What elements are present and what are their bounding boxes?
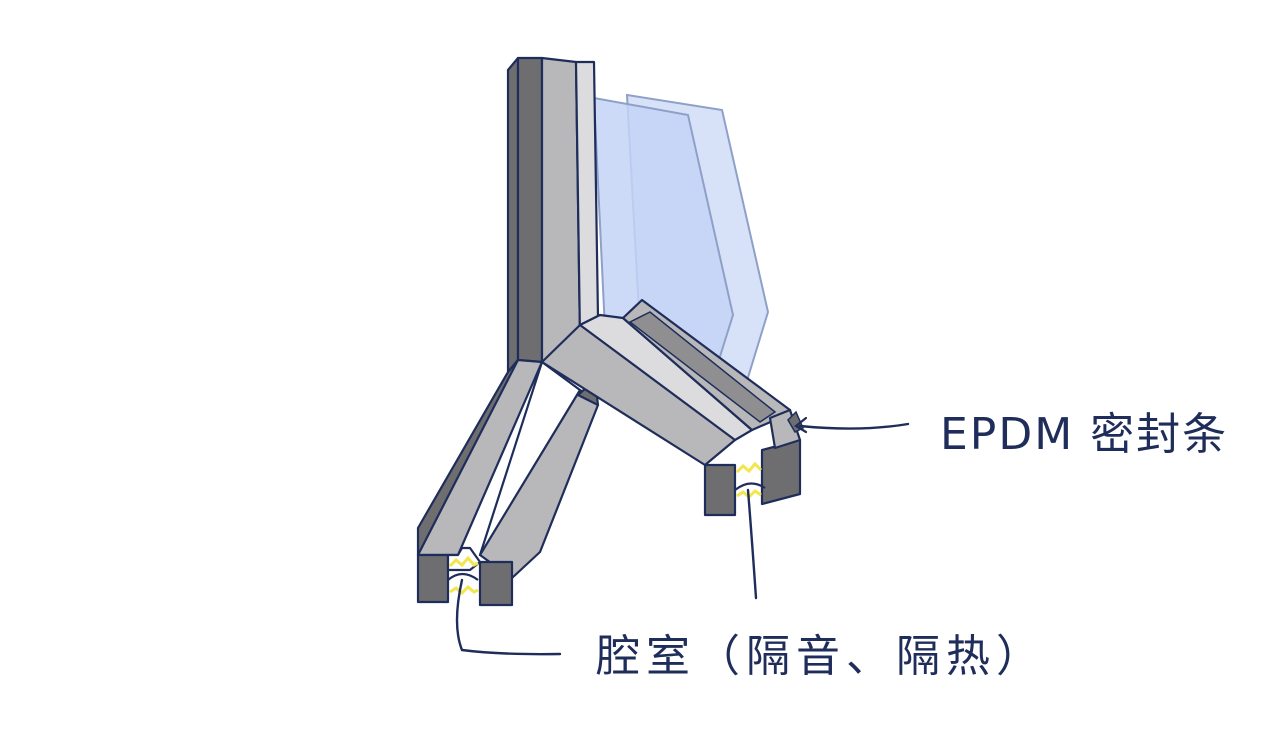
leader-lines xyxy=(455,416,910,656)
epdm-seal-label: EPDM 密封条 xyxy=(940,409,1229,460)
cavity-leader-line-right xyxy=(746,488,758,600)
right-arm-inner-strip xyxy=(628,311,777,423)
left-end-block-2 xyxy=(478,560,514,607)
left-cavity-seal-top xyxy=(448,555,479,568)
left-diagonal-frame-arm xyxy=(416,358,600,580)
right-end-block-1 xyxy=(703,463,737,517)
left-end-block-1 xyxy=(416,553,450,604)
vertical-post-light-face xyxy=(574,60,600,340)
epdm-leader-line xyxy=(798,422,910,430)
left-cavity-seal-bottom xyxy=(449,584,479,596)
right-cavity-seal-top xyxy=(735,461,763,474)
left-arm-end-section xyxy=(416,546,514,607)
right-cavity-outline xyxy=(734,482,766,491)
right-diagonal-frame-arm xyxy=(540,298,792,467)
cavity-leader-line-left xyxy=(455,578,562,656)
left-cavity-outline xyxy=(447,572,479,581)
epdm-leader-arrowhead xyxy=(794,416,808,434)
cavity-label: 腔室（隔音、隔热） xyxy=(596,631,1046,682)
right-end-block-2 xyxy=(760,438,802,506)
vertical-post-mid-face xyxy=(540,56,582,364)
vertical-post-dark-face xyxy=(506,56,520,374)
right-arm-end-section xyxy=(703,408,804,517)
vertical-post-dark-side xyxy=(516,56,544,364)
